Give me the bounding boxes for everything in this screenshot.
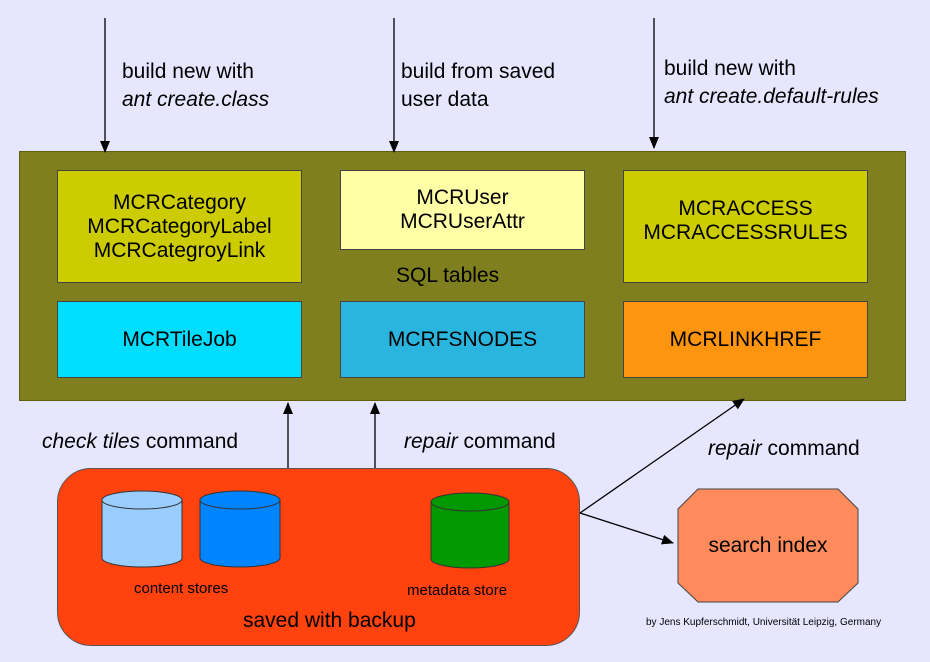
input-middle-line1: build from saved <box>401 60 556 83</box>
metadata-store-cylinder <box>430 492 510 569</box>
category-tables-box: MCRCategory MCRCategoryLabel MCRCategroy… <box>57 170 302 283</box>
credit-text: by Jens Kupferschmidt, Universität Leipz… <box>646 617 882 628</box>
repair-mid-italic: repair <box>404 430 458 453</box>
fsnodes-table-box: MCRFSNODES <box>340 301 585 378</box>
repair-right-italic: repair <box>708 437 762 460</box>
table-mcruser: MCRUser <box>416 186 509 209</box>
input-right-line2: ant create.default-rules <box>664 85 879 108</box>
sql-tables-label: SQL tables <box>396 264 500 287</box>
input-left-line1: build new with <box>122 60 254 83</box>
saved-with-backup-label: saved with backup <box>243 609 416 632</box>
table-mcrcategorylabel: MCRCategoryLabel <box>87 214 272 238</box>
input-middle-line2: user data <box>401 88 489 111</box>
tilejob-table-box: MCRTileJob <box>57 301 302 378</box>
metadata-store-label: metadata store <box>407 582 508 599</box>
repair-command-label-middle: repair command <box>404 428 556 456</box>
table-mcruserattr: MCRUserAttr <box>400 210 525 233</box>
search-index-label: search index <box>708 534 828 557</box>
input-left-line2: ant create.class <box>122 88 270 111</box>
search-index-octagon <box>677 488 859 603</box>
access-tables-box: MCRACCESS MCRACCESSRULES <box>623 170 868 283</box>
table-mcrtilejob: MCRTileJob <box>122 327 237 351</box>
check-tiles-italic: check tiles <box>42 430 141 453</box>
check-tiles-label: check tiles command <box>42 428 238 456</box>
table-mcrcategroylink: MCRCategroyLink <box>93 238 266 262</box>
table-mcrfsnodes: MCRFSNODES <box>387 327 538 351</box>
arrow-repair-right <box>579 398 745 514</box>
input-right-line1: build new with <box>664 57 796 80</box>
input-label-right: build new with ant create.default-rules <box>664 55 879 111</box>
table-mcrcategory: MCRCategory <box>112 190 247 214</box>
arrow-search-index <box>579 512 674 545</box>
repair-command-label-right: repair command <box>708 435 860 463</box>
input-label-middle: build from saved user data <box>401 58 555 114</box>
content-stores-label: content stores <box>134 580 229 597</box>
input-label-left: build new with ant create.class <box>122 58 269 114</box>
content-store-cylinder-blue <box>199 490 281 568</box>
repair-right-rest: command <box>761 437 860 460</box>
linkhref-table-box: MCRLINKHREF <box>623 301 868 378</box>
user-tables-box: MCRUser MCRUserAttr <box>340 170 585 250</box>
repair-mid-rest: command <box>457 430 556 453</box>
table-mcraccessrules: MCRACCESSRULES <box>643 220 848 244</box>
check-tiles-rest: command <box>140 430 239 453</box>
table-mcrlinkhref: MCRLINKHREF <box>669 327 822 351</box>
table-mcraccess: MCRACCESS <box>678 196 813 220</box>
content-store-cylinder-light <box>101 490 183 568</box>
